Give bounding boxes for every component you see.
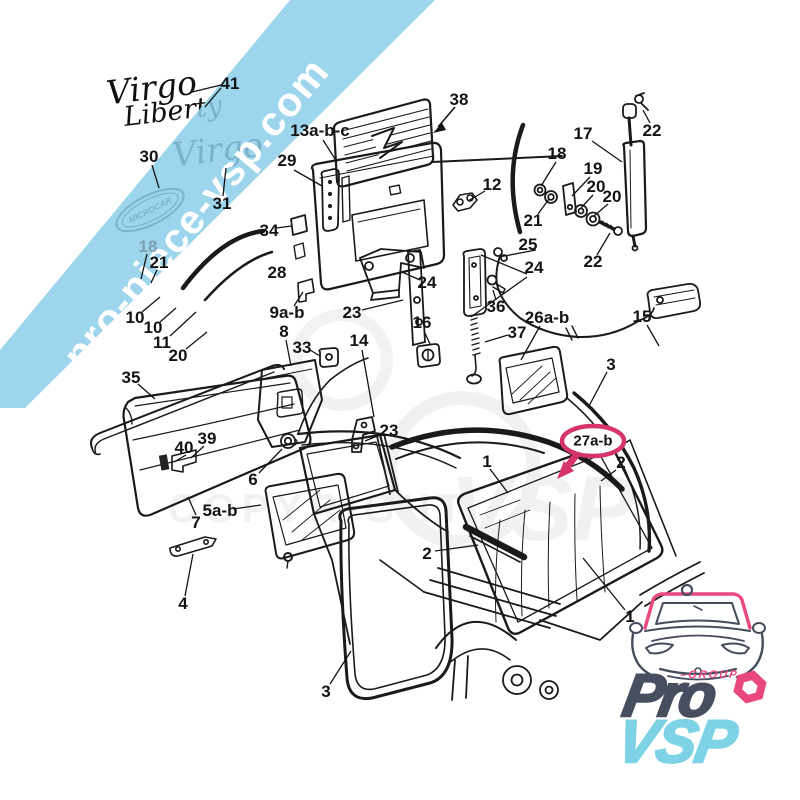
- line-art: [90, 92, 705, 701]
- watermark-banner: pro-piece-vsp.com: [0, 0, 435, 408]
- provsp-logo-car: [629, 583, 766, 681]
- highlight-label: 27a-b: [573, 432, 613, 450]
- leader-lines: [137, 84, 660, 685]
- highlight-27ab: [557, 423, 627, 479]
- hexagon-nut-icon: [733, 670, 767, 704]
- ghost-watermark: COPYRIGHT VSP: [168, 309, 635, 560]
- logo-vsp-text: VSP: [611, 707, 742, 777]
